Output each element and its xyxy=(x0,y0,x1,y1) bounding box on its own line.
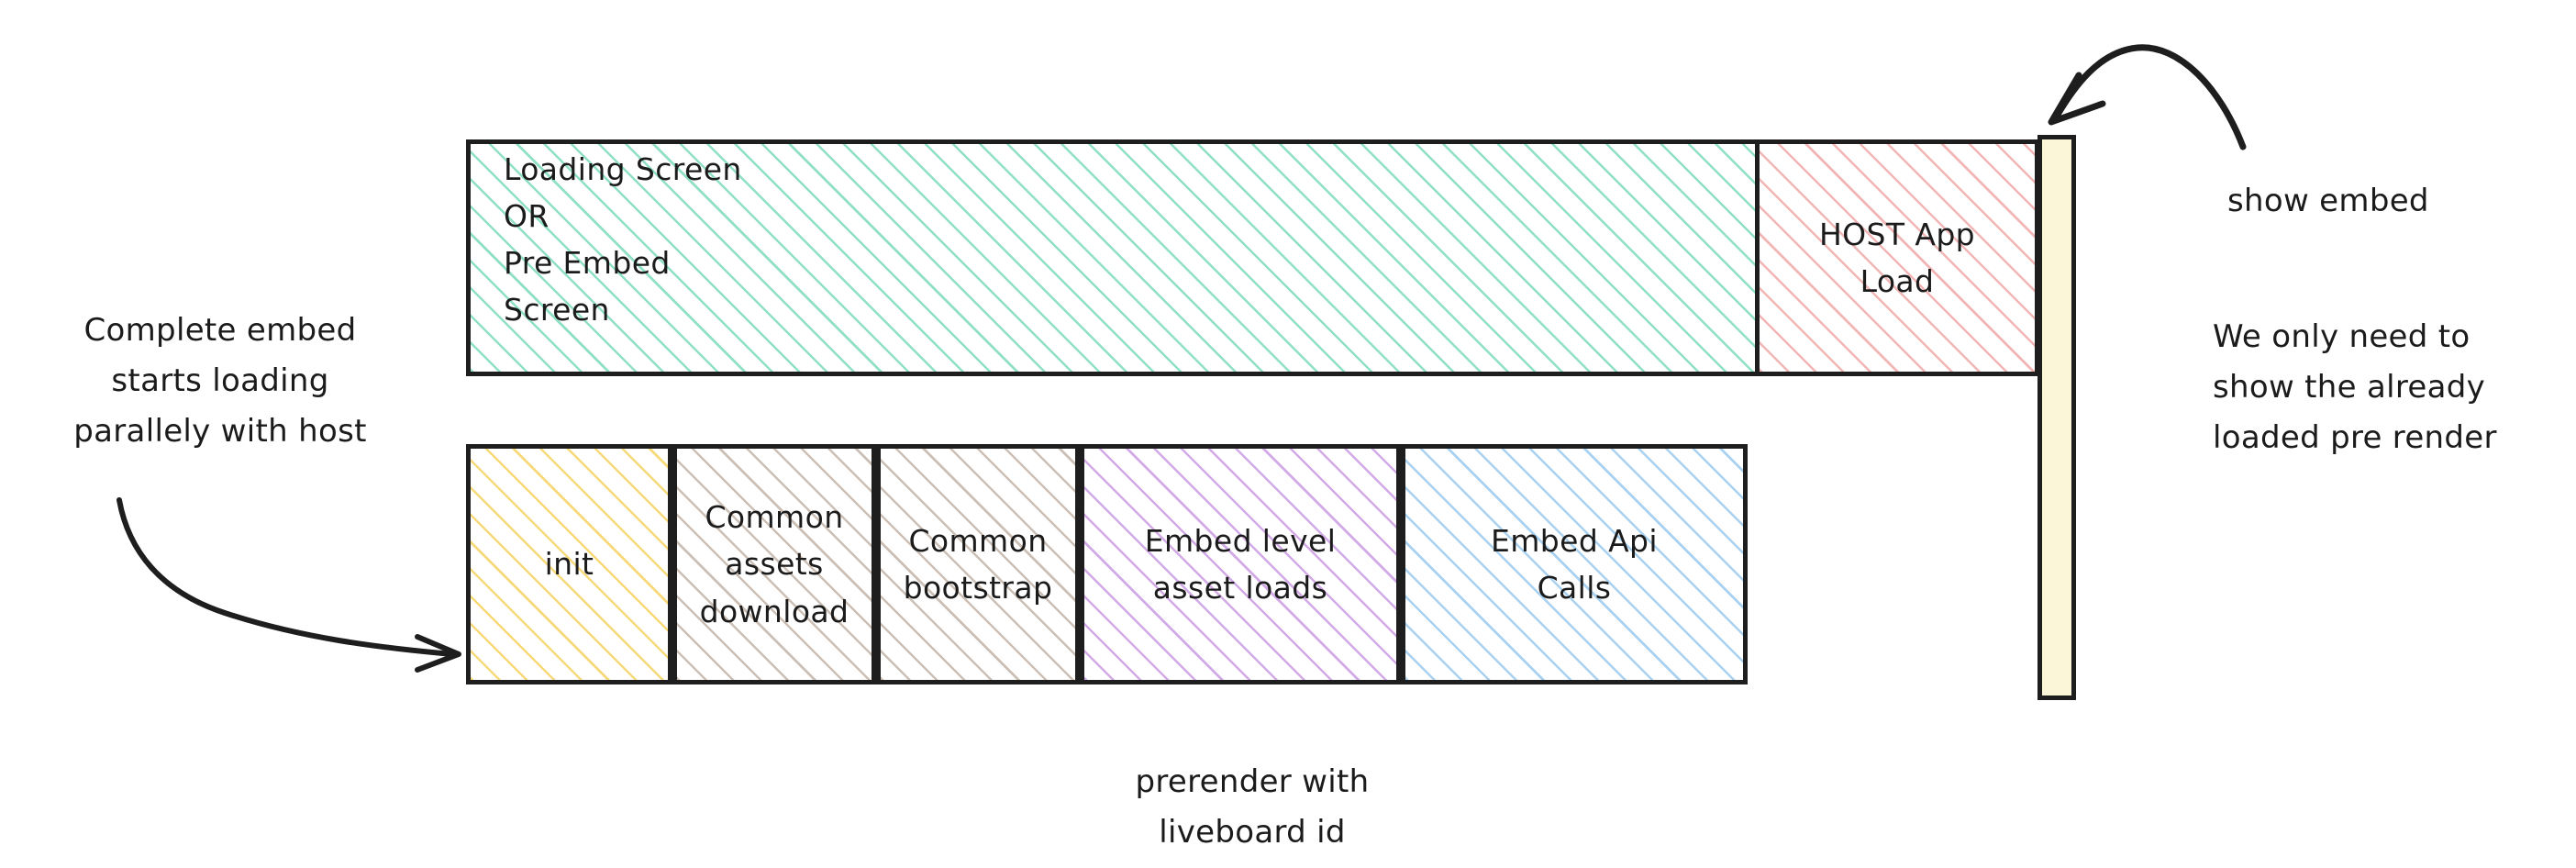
timeline-segment-common-assets-download[interactable]: Common assets download xyxy=(672,444,876,684)
annotation-complete-embed: Complete embed starts loading parallely … xyxy=(73,312,367,451)
timeline-segment-host-app-load-label: HOST App Load xyxy=(1818,216,1976,299)
timeline-segment-common-bootstrap-label: Common bootstrap xyxy=(903,522,1053,606)
timeline-segment-embed-level-asset-loads[interactable]: Embed level asset loads xyxy=(1080,444,1401,684)
timeline-segment-host-app-load[interactable]: HOST App Load xyxy=(1755,139,2039,376)
show-embed-marker-bar[interactable] xyxy=(2037,135,2076,700)
timeline-segment-loading-screen[interactable]: Loading Screen OR Pre Embed Screen xyxy=(466,139,1760,376)
annotation-pre-render-note: We only need to show the already loaded … xyxy=(2213,318,2497,457)
timeline-segment-embed-level-asset-loads-label: Embed level asset loads xyxy=(1144,522,1337,606)
timeline-segment-common-bootstrap[interactable]: Common bootstrap xyxy=(876,444,1080,684)
annotation-prerender-caption: prerender with liveboard id xyxy=(1135,763,1370,851)
timeline-segment-common-assets-download-label: Common assets download xyxy=(699,499,849,629)
arrow-complete-embed-to-init xyxy=(117,497,461,673)
timeline-segment-init-label: init xyxy=(544,546,594,583)
timeline-segment-embed-api-calls-label: Embed Api Calls xyxy=(1491,522,1658,606)
timeline-segment-loading-screen-label: Loading Screen OR Pre Embed Screen xyxy=(504,150,742,328)
timeline-segment-embed-api-calls[interactable]: Embed Api Calls xyxy=(1401,444,1748,684)
annotation-show-embed: show embed xyxy=(2227,183,2429,219)
arrow-show-embed-to-bar xyxy=(2048,44,2247,150)
timeline-segment-init[interactable]: init xyxy=(466,444,672,684)
